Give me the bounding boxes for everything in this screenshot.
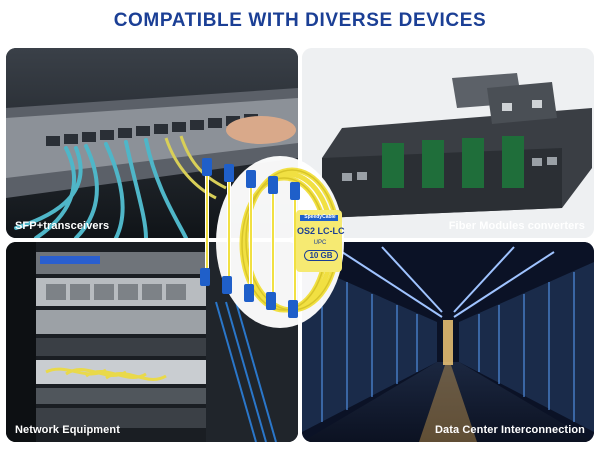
product-line1-label: OS2 LC-LC [297,226,345,236]
sfp-switch-photo [6,48,298,238]
caption-fiber-modules: Fiber Modules converters [448,220,585,232]
cable-coil-illustration [200,156,344,328]
product-line2-label: UPC [313,240,327,246]
data-center-photo [302,242,594,442]
page-title: COMPATIBLE WITH DIVERSE DEVICES [113,10,487,31]
product-length-label: 10 GB [304,250,338,261]
panel-sfp-transceivers: SFP+transceivers [6,48,298,238]
caption-network-equipment: Network Equipment [15,424,120,436]
panel-network-equipment: Network Equipment [6,242,298,442]
caption-sfp-transceivers: SFP+transceivers [15,220,110,232]
product-brand-label: SpeedyCable [304,214,336,220]
media-converter-photo [302,48,594,238]
fiber-patch-cable-product: SpeedyCable OS2 LC-LC UPC 10 GB [200,150,345,330]
caption-data-center: Data Center Interconnection [434,424,585,436]
panel-data-center: Data Center Interconnection [302,242,594,442]
panel-fiber-modules: Fiber Modules converters [302,48,594,238]
